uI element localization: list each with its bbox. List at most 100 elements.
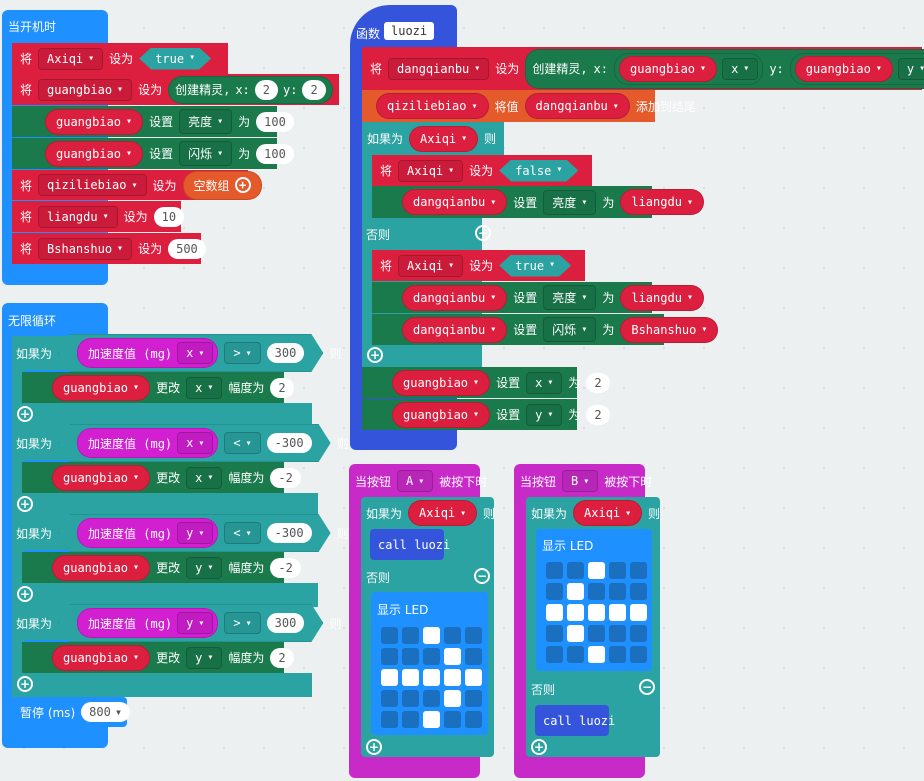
set-guangbiao-block[interactable]: 将guangbiao设为创建精灵, x:2y:2: [12, 74, 339, 105]
amount-input[interactable]: 2: [270, 377, 294, 398]
variable-dropdown[interactable]: Axiqi: [398, 159, 464, 182]
property-dropdown[interactable]: x: [526, 371, 563, 394]
led-off[interactable]: [381, 690, 398, 707]
led-on[interactable]: [444, 648, 461, 665]
led-on[interactable]: [567, 604, 584, 621]
variable-dropdown[interactable]: guangbiao: [38, 78, 133, 101]
led-off[interactable]: [423, 648, 440, 665]
property-dropdown[interactable]: x: [186, 376, 223, 399]
sprite-set-y-block[interactable]: guangbiao设置y为2: [362, 399, 610, 430]
led-on[interactable]: [630, 604, 647, 621]
plus-icon[interactable]: +: [17, 406, 33, 422]
operator-dropdown[interactable]: <: [224, 432, 260, 454]
amount-input[interactable]: 2: [270, 647, 294, 668]
led-off[interactable]: [381, 627, 398, 644]
led-on[interactable]: [423, 669, 440, 686]
set-qiziliebiao-block[interactable]: 将qiziliebiao设为空数组+: [12, 170, 262, 200]
led-off[interactable]: [609, 583, 626, 600]
threshold-input[interactable]: -300: [267, 433, 312, 453]
sprite-change-block[interactable]: guangbiao 更改 x 幅度为 2: [22, 372, 294, 403]
led-off[interactable]: [567, 562, 584, 579]
led-off[interactable]: [465, 648, 482, 665]
comparison-block[interactable]: 加速度值 (mg)y > 300: [58, 604, 323, 642]
variable-dropdown[interactable]: liangdu: [38, 205, 118, 228]
operator-dropdown[interactable]: <: [224, 522, 260, 544]
led-off[interactable]: [444, 711, 461, 728]
plus-icon[interactable]: +: [17, 586, 33, 602]
property-dropdown[interactable]: x: [186, 466, 223, 489]
plus-icon[interactable]: +: [366, 739, 382, 755]
boolean-dropdown[interactable]: false: [499, 160, 578, 182]
minus-icon[interactable]: −: [639, 679, 655, 695]
pause-block[interactable]: 暂停 (ms)800▾: [12, 697, 131, 727]
sprite-variable[interactable]: guangbiao: [45, 108, 144, 135]
led-on[interactable]: [423, 711, 440, 728]
comparison-block[interactable]: 加速度值 (mg)x < -300: [58, 424, 331, 462]
led-off[interactable]: [381, 648, 398, 665]
value-variable[interactable]: Bshanshuo: [620, 316, 719, 343]
led-on[interactable]: [588, 646, 605, 663]
plus-icon[interactable]: +: [367, 347, 383, 363]
x-input[interactable]: 2: [254, 79, 279, 100]
led-on[interactable]: [567, 625, 584, 642]
property-dropdown[interactable]: y: [186, 556, 223, 579]
sprite-change-block[interactable]: guangbiao 更改 y 幅度为 2: [22, 642, 294, 673]
call-luozi-block[interactable]: call luozi: [535, 705, 615, 736]
comparison-block[interactable]: 加速度值 (mg)y < -300: [58, 514, 331, 552]
value-variable[interactable]: liangdu: [620, 284, 704, 311]
property-dropdown[interactable]: y: [526, 403, 563, 426]
sprite-variable[interactable]: guangbiao: [392, 369, 491, 396]
button-dropdown[interactable]: B: [562, 470, 599, 492]
led-off[interactable]: [546, 562, 563, 579]
acceleration-block[interactable]: 加速度值 (mg)x: [77, 428, 218, 458]
variable-dropdown[interactable]: dangqianbu: [388, 57, 490, 80]
led-grid[interactable]: [546, 562, 647, 663]
led-off[interactable]: [588, 583, 605, 600]
led-off[interactable]: [402, 711, 419, 728]
sprite-variable[interactable]: dangqianbu: [402, 316, 508, 343]
set-axiqi-block[interactable]: 将Axiqi设为true: [12, 43, 228, 74]
value-input[interactable]: 2: [586, 404, 610, 425]
threshold-input[interactable]: 300: [267, 343, 305, 363]
value-input[interactable]: 100: [256, 143, 294, 164]
property-dropdown[interactable]: 亮度: [543, 189, 597, 215]
sprite-set-x-block[interactable]: guangbiao设置x为2: [362, 367, 610, 398]
sprite-variable[interactable]: guangbiao: [794, 55, 893, 82]
sprite-set-blink-block[interactable]: guangbiao设置闪烁为100: [12, 138, 294, 169]
minus-icon[interactable]: −: [474, 568, 490, 584]
condition-variable[interactable]: Axiqi: [573, 500, 643, 526]
plus-icon[interactable]: +: [234, 177, 251, 193]
sprite-property-block[interactable]: guangbiaoy: [789, 52, 924, 85]
sprite-set-block[interactable]: dangqianbu设置亮度为liangdu: [372, 282, 704, 313]
set-axiqi-false-block[interactable]: 将Axiqi设为false: [372, 155, 592, 186]
boolean-dropdown[interactable]: true: [499, 255, 571, 277]
plus-icon[interactable]: +: [17, 496, 33, 512]
led-on[interactable]: [567, 583, 584, 600]
create-sprite-block[interactable]: 创建精灵,x:guangbiaoxy:guangbiaoy: [525, 48, 924, 89]
sprite-variable[interactable]: guangbiao: [619, 55, 718, 82]
set-liangdu-block[interactable]: 将liangdu设为10: [12, 201, 185, 232]
led-on[interactable]: [381, 669, 398, 686]
acceleration-block[interactable]: 加速度值 (mg)x: [77, 338, 218, 368]
led-off[interactable]: [402, 690, 419, 707]
led-off[interactable]: [609, 625, 626, 642]
property-dropdown[interactable]: x: [722, 57, 759, 80]
led-on[interactable]: [444, 669, 461, 686]
condition-variable[interactable]: Axiqi: [409, 125, 479, 152]
sprite-variable[interactable]: dangqianbu: [402, 284, 508, 311]
led-off[interactable]: [630, 625, 647, 642]
sprite-variable[interactable]: dangqianbu: [402, 189, 508, 215]
led-off[interactable]: [567, 646, 584, 663]
variable-dropdown[interactable]: Bshanshuo: [38, 237, 133, 260]
amount-input[interactable]: -2: [270, 467, 301, 488]
empty-array-block[interactable]: 空数组+: [182, 170, 262, 200]
condition-variable[interactable]: Axiqi: [408, 500, 478, 526]
property-dropdown[interactable]: y: [186, 646, 223, 669]
value-variable[interactable]: dangqianbu: [524, 93, 630, 119]
property-dropdown[interactable]: y: [897, 57, 924, 80]
set-dangqianbu-block[interactable]: 将dangqianbu设为创建精灵,x:guangbiaoxy:guangbia…: [362, 47, 924, 90]
led-off[interactable]: [381, 711, 398, 728]
value-input[interactable]: 500: [168, 238, 206, 259]
amount-input[interactable]: -2: [270, 557, 301, 578]
led-on[interactable]: [609, 604, 626, 621]
